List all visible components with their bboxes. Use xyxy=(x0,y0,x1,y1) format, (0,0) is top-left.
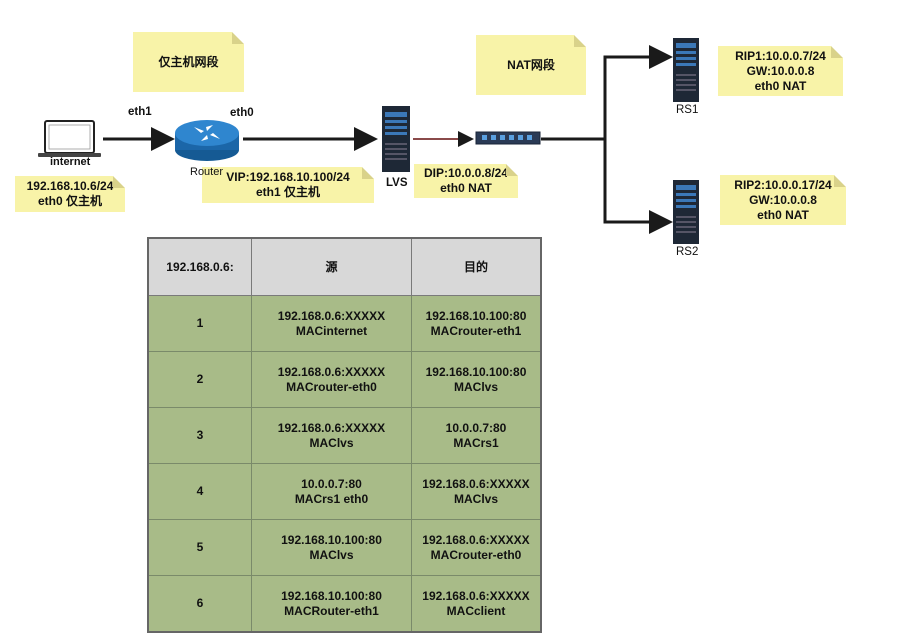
destination-mac: MACrs1 xyxy=(453,435,499,450)
source-address: 192.168.10.100:80 xyxy=(281,532,382,547)
note-vip: VIP:192.168.10.100/24 eth1 仅主机 xyxy=(202,167,374,203)
destination-mac: MACrouter-eth0 xyxy=(430,547,522,562)
source-mac: MACRouter-eth1 xyxy=(284,603,379,618)
destination-address: 192.168.10.100:80 xyxy=(425,364,527,379)
source-mac: MAClvs xyxy=(309,547,354,562)
step-cell: 2 xyxy=(147,351,252,408)
source-address: 192.168.0.6:XXXXX xyxy=(277,420,386,435)
rs1-line2: GW:10.0.0.8 xyxy=(746,63,815,78)
note-nat-segment: NAT网段 xyxy=(476,35,586,95)
eth0-label: eth0 xyxy=(230,107,254,119)
dip-line1: DIP:10.0.0.8/24 xyxy=(423,166,509,180)
link-switch-rs2 xyxy=(603,139,673,234)
rs2-line1: RIP2:10.0.0.17/24 xyxy=(734,177,832,192)
vip-line1: VIP:192.168.10.100/24 xyxy=(226,170,350,184)
nat-segment-text: NAT网段 xyxy=(507,57,555,72)
source-mac: MACrouter-eth0 xyxy=(286,379,377,394)
step-cell: 4 xyxy=(147,463,252,520)
client-ip-line2: eth0 仅主机 xyxy=(37,194,102,208)
eth1-label: eth1 xyxy=(128,106,152,118)
step-cell: 1 xyxy=(147,295,252,352)
link-switch-rs1 xyxy=(541,45,673,141)
destination-mac: MACrouter-eth1 xyxy=(430,323,522,338)
rs2-line3: eth0 NAT xyxy=(757,207,809,222)
step-cell: 3 xyxy=(147,407,252,464)
destination-address: 192.168.0.6:XXXXX xyxy=(422,476,530,491)
rs1-label: RS1 xyxy=(676,104,699,116)
rs2-line2: GW:10.0.0.8 xyxy=(749,192,817,207)
rs2-server-icon xyxy=(673,180,699,244)
source-address: 10.0.0.7:80 xyxy=(301,476,362,491)
header-source: 源 xyxy=(251,237,412,296)
note-rs2: RIP2:10.0.0.17/24 GW:10.0.0.8 eth0 NAT xyxy=(720,175,846,225)
rs1-server-icon xyxy=(673,38,699,102)
header-client: 192.168.0.6: xyxy=(147,237,252,296)
router-label: Router xyxy=(190,166,224,178)
source-address: 192.168.0.6:XXXXX xyxy=(277,364,386,379)
dip-line2: eth0 NAT xyxy=(440,181,492,195)
rs2-label: RS2 xyxy=(676,246,699,258)
note-rs1: RIP1:10.0.0.7/24 GW:10.0.0.8 eth0 NAT xyxy=(718,46,843,96)
note-host-segment: 仅主机网段 xyxy=(133,32,244,92)
header-destination: 目的 xyxy=(411,237,542,296)
destination-mac: MACclient xyxy=(446,603,506,618)
rs1-line1: RIP1:10.0.0.7/24 xyxy=(735,48,826,63)
host-segment-text: 仅主机网段 xyxy=(158,54,219,69)
note-client-ip: 192.168.10.6/24 eth0 仅主机 xyxy=(15,176,125,212)
lvs-server-icon xyxy=(382,106,410,172)
source-address: 192.168.10.100:80 xyxy=(281,588,382,603)
destination-mac: MAClvs xyxy=(453,379,498,394)
router-icon xyxy=(175,120,239,161)
laptop-icon xyxy=(38,120,101,157)
client-ip-line1: 192.168.10.6/24 xyxy=(26,179,114,193)
destination-address: 192.168.0.6:XXXXX xyxy=(422,588,530,603)
note-dip: DIP:10.0.0.8/24 eth0 NAT xyxy=(414,164,518,198)
destination-mac: MAClvs xyxy=(453,491,498,506)
step-cell: 6 xyxy=(147,575,252,633)
source-mac: MACrs1 eth0 xyxy=(294,491,369,506)
destination-address: 192.168.0.6:XXXXX xyxy=(422,532,530,547)
step-cell: 5 xyxy=(147,519,252,576)
lvs-label: LVS xyxy=(386,177,408,189)
table-header-row: 192.168.0.6: 源 目的 xyxy=(147,237,542,296)
internet-label: internet xyxy=(50,156,91,168)
rs1-line3: eth0 NAT xyxy=(754,78,807,93)
source-mac: MACinternet xyxy=(295,323,368,338)
destination-address: 10.0.0.7:80 xyxy=(445,420,507,435)
vip-line2: eth1 仅主机 xyxy=(255,185,320,199)
source-address: 192.168.0.6:XXXXX xyxy=(277,308,386,323)
switch-icon xyxy=(475,131,541,145)
destination-address: 192.168.10.100:80 xyxy=(425,308,527,323)
source-mac: MAClvs xyxy=(309,435,354,450)
